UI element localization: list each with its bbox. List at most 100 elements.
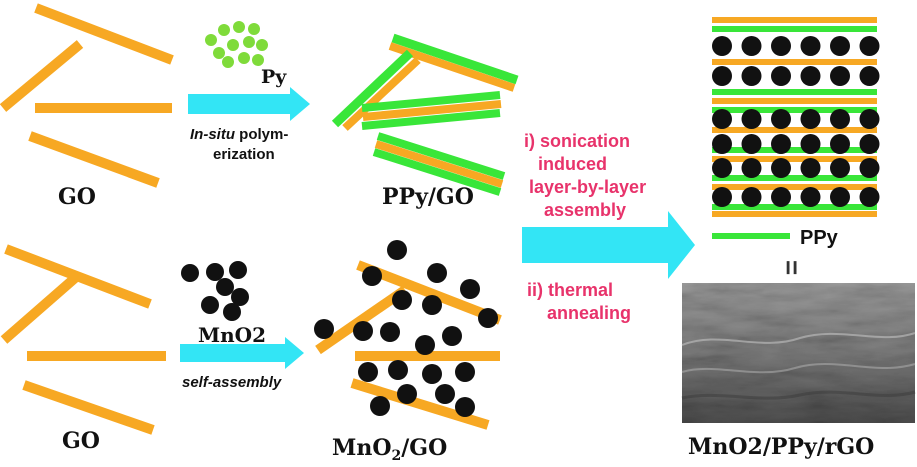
ppy-coating xyxy=(331,49,414,128)
mno2-particle xyxy=(830,109,850,129)
final-product-label: MnO2/PPy/rGO xyxy=(688,434,874,460)
ppy-go-label: PPy/GO xyxy=(382,184,474,210)
go-sheet xyxy=(28,131,160,188)
mno2-particle xyxy=(370,396,390,416)
polym-text: polym- xyxy=(235,126,288,143)
mno2-particle xyxy=(771,134,791,154)
mno2-particle xyxy=(741,187,762,207)
equals-sign: = xyxy=(777,260,807,275)
arrow-self-assembly xyxy=(180,337,304,369)
sem-image xyxy=(682,283,915,423)
erization-label: erization xyxy=(213,146,275,163)
mno2-particle xyxy=(800,109,821,129)
go-sheet xyxy=(315,285,408,355)
go-sheets-top xyxy=(0,3,174,188)
ppy-legend-label: PPy xyxy=(800,227,839,249)
mno2-particle xyxy=(859,158,880,178)
step2-line2: annealing xyxy=(547,303,631,323)
py-monomer-dot xyxy=(227,39,239,51)
mno2-particle xyxy=(392,290,412,310)
go-label-top: GO xyxy=(58,184,96,210)
py-monomer-dot xyxy=(238,52,250,64)
step2-line1: ii) thermal xyxy=(527,280,613,300)
mno2-particle xyxy=(830,134,850,154)
step1-line1: i) sonication xyxy=(524,131,630,151)
ppy-coating xyxy=(376,132,506,180)
mno2-particle xyxy=(712,36,732,56)
arrow-assembly-annealing xyxy=(522,211,695,279)
ppy-coating xyxy=(391,33,519,85)
mno2-particle xyxy=(771,109,791,129)
mno2-particle xyxy=(712,109,732,129)
mno2-particle xyxy=(712,158,732,178)
py-monomer-dot xyxy=(213,47,225,59)
mno2-particle-cluster xyxy=(181,261,249,321)
mno2-particle xyxy=(830,66,850,86)
mno2-particle xyxy=(712,187,732,207)
mno2-particle xyxy=(771,158,791,178)
mno2-particle xyxy=(455,397,475,417)
mno2-particle xyxy=(427,263,447,283)
mno2-particle xyxy=(800,134,821,154)
mno2-particle xyxy=(455,362,475,382)
mno2-particle xyxy=(741,66,762,86)
sem-texture xyxy=(681,363,916,374)
mno2-particle xyxy=(380,322,400,342)
mno2-particle xyxy=(353,321,373,341)
mno2-particle xyxy=(830,36,850,56)
mno2-particle xyxy=(741,134,762,154)
py-monomer-dot xyxy=(233,21,245,33)
mno2-particle xyxy=(800,158,821,178)
mno2-particle xyxy=(231,288,249,306)
mno2-particle xyxy=(771,36,791,56)
mno2-particle xyxy=(771,187,791,207)
go-sheet xyxy=(4,244,152,309)
mno2-particle xyxy=(229,261,247,279)
mno2-on-go-particles xyxy=(314,240,498,417)
mno2-particle xyxy=(223,303,241,321)
go-label-bottom: GO xyxy=(62,428,100,454)
mno2-particle xyxy=(859,109,880,129)
mno2-particle xyxy=(358,362,378,382)
arrow-polymerization xyxy=(188,87,310,121)
ppy-coating xyxy=(361,91,501,112)
mno2-particle xyxy=(460,279,480,299)
ppy-coating xyxy=(372,148,502,196)
py-monomer-dot xyxy=(252,54,264,66)
mno2-layer-particles xyxy=(712,36,880,207)
mno2-particle xyxy=(442,326,462,346)
layered-structure xyxy=(712,17,880,217)
mno2-particle xyxy=(201,296,219,314)
sem-texture xyxy=(681,390,916,400)
mno2-go-tail: /GO xyxy=(401,435,447,461)
ppy-coating xyxy=(361,109,501,130)
mno2-particle xyxy=(387,240,407,260)
mno2-particle xyxy=(800,187,821,207)
mno2-particle xyxy=(859,66,880,86)
py-monomer-dot xyxy=(222,56,234,68)
go-sheet xyxy=(350,378,490,430)
mno2-particle xyxy=(859,187,880,207)
mno2-particle xyxy=(741,36,762,56)
mno2-go-label: MnO2/GO xyxy=(332,435,447,464)
py-monomer-dot xyxy=(243,36,255,48)
mno2-particle xyxy=(830,187,850,207)
mno2-particle xyxy=(712,134,732,154)
process-step-text: i) sonication induced layer-by-layer ass… xyxy=(524,131,646,323)
sem-micrograph xyxy=(681,283,916,423)
go-sheet xyxy=(0,40,84,112)
sem-texture xyxy=(681,332,916,346)
mno2-go-main: MnO xyxy=(332,435,392,461)
mno2-go-sub: 2 xyxy=(392,448,402,464)
py-monomer-dot xyxy=(256,39,268,51)
step1-line3: layer-by-layer xyxy=(529,177,646,197)
mno2-particle xyxy=(422,364,442,384)
go-sheet xyxy=(0,274,79,344)
mno2-particle xyxy=(206,263,224,281)
go-sheet xyxy=(22,380,155,435)
mno2-particle xyxy=(712,66,732,86)
step1-line4: assembly xyxy=(544,200,626,220)
go-sheet-core xyxy=(374,140,504,188)
